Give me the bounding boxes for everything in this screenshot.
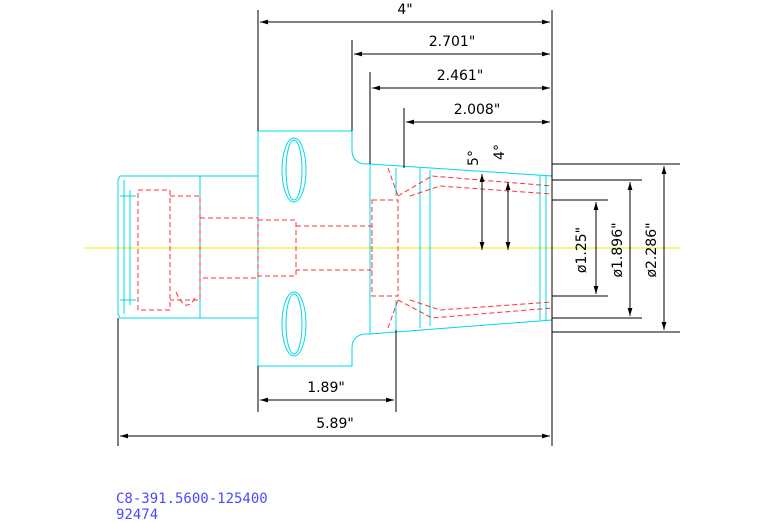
dim-589: 5.89" bbox=[316, 416, 354, 432]
dimension-lines bbox=[117, 10, 680, 446]
dim-angle-5: 5° bbox=[466, 150, 482, 166]
dim-dia-1896: ø1.896" bbox=[610, 222, 626, 277]
dim-2008: 2.008" bbox=[454, 102, 501, 118]
dim-2461: 2.461" bbox=[437, 68, 484, 84]
dim-189: 1.89" bbox=[307, 380, 345, 396]
dim-dia-125: ø1.25" bbox=[574, 227, 590, 273]
dim-2701: 2.701" bbox=[429, 34, 476, 50]
dim-overall-top: 4" bbox=[397, 2, 412, 18]
dim-dia-2286: ø2.286" bbox=[644, 222, 660, 277]
dim-angle-4: 4° bbox=[492, 144, 508, 160]
part-code: 92474 bbox=[116, 507, 158, 523]
part-number: C8-391.5600-125400 bbox=[116, 491, 268, 507]
hidden-lines bbox=[137, 167, 553, 329]
